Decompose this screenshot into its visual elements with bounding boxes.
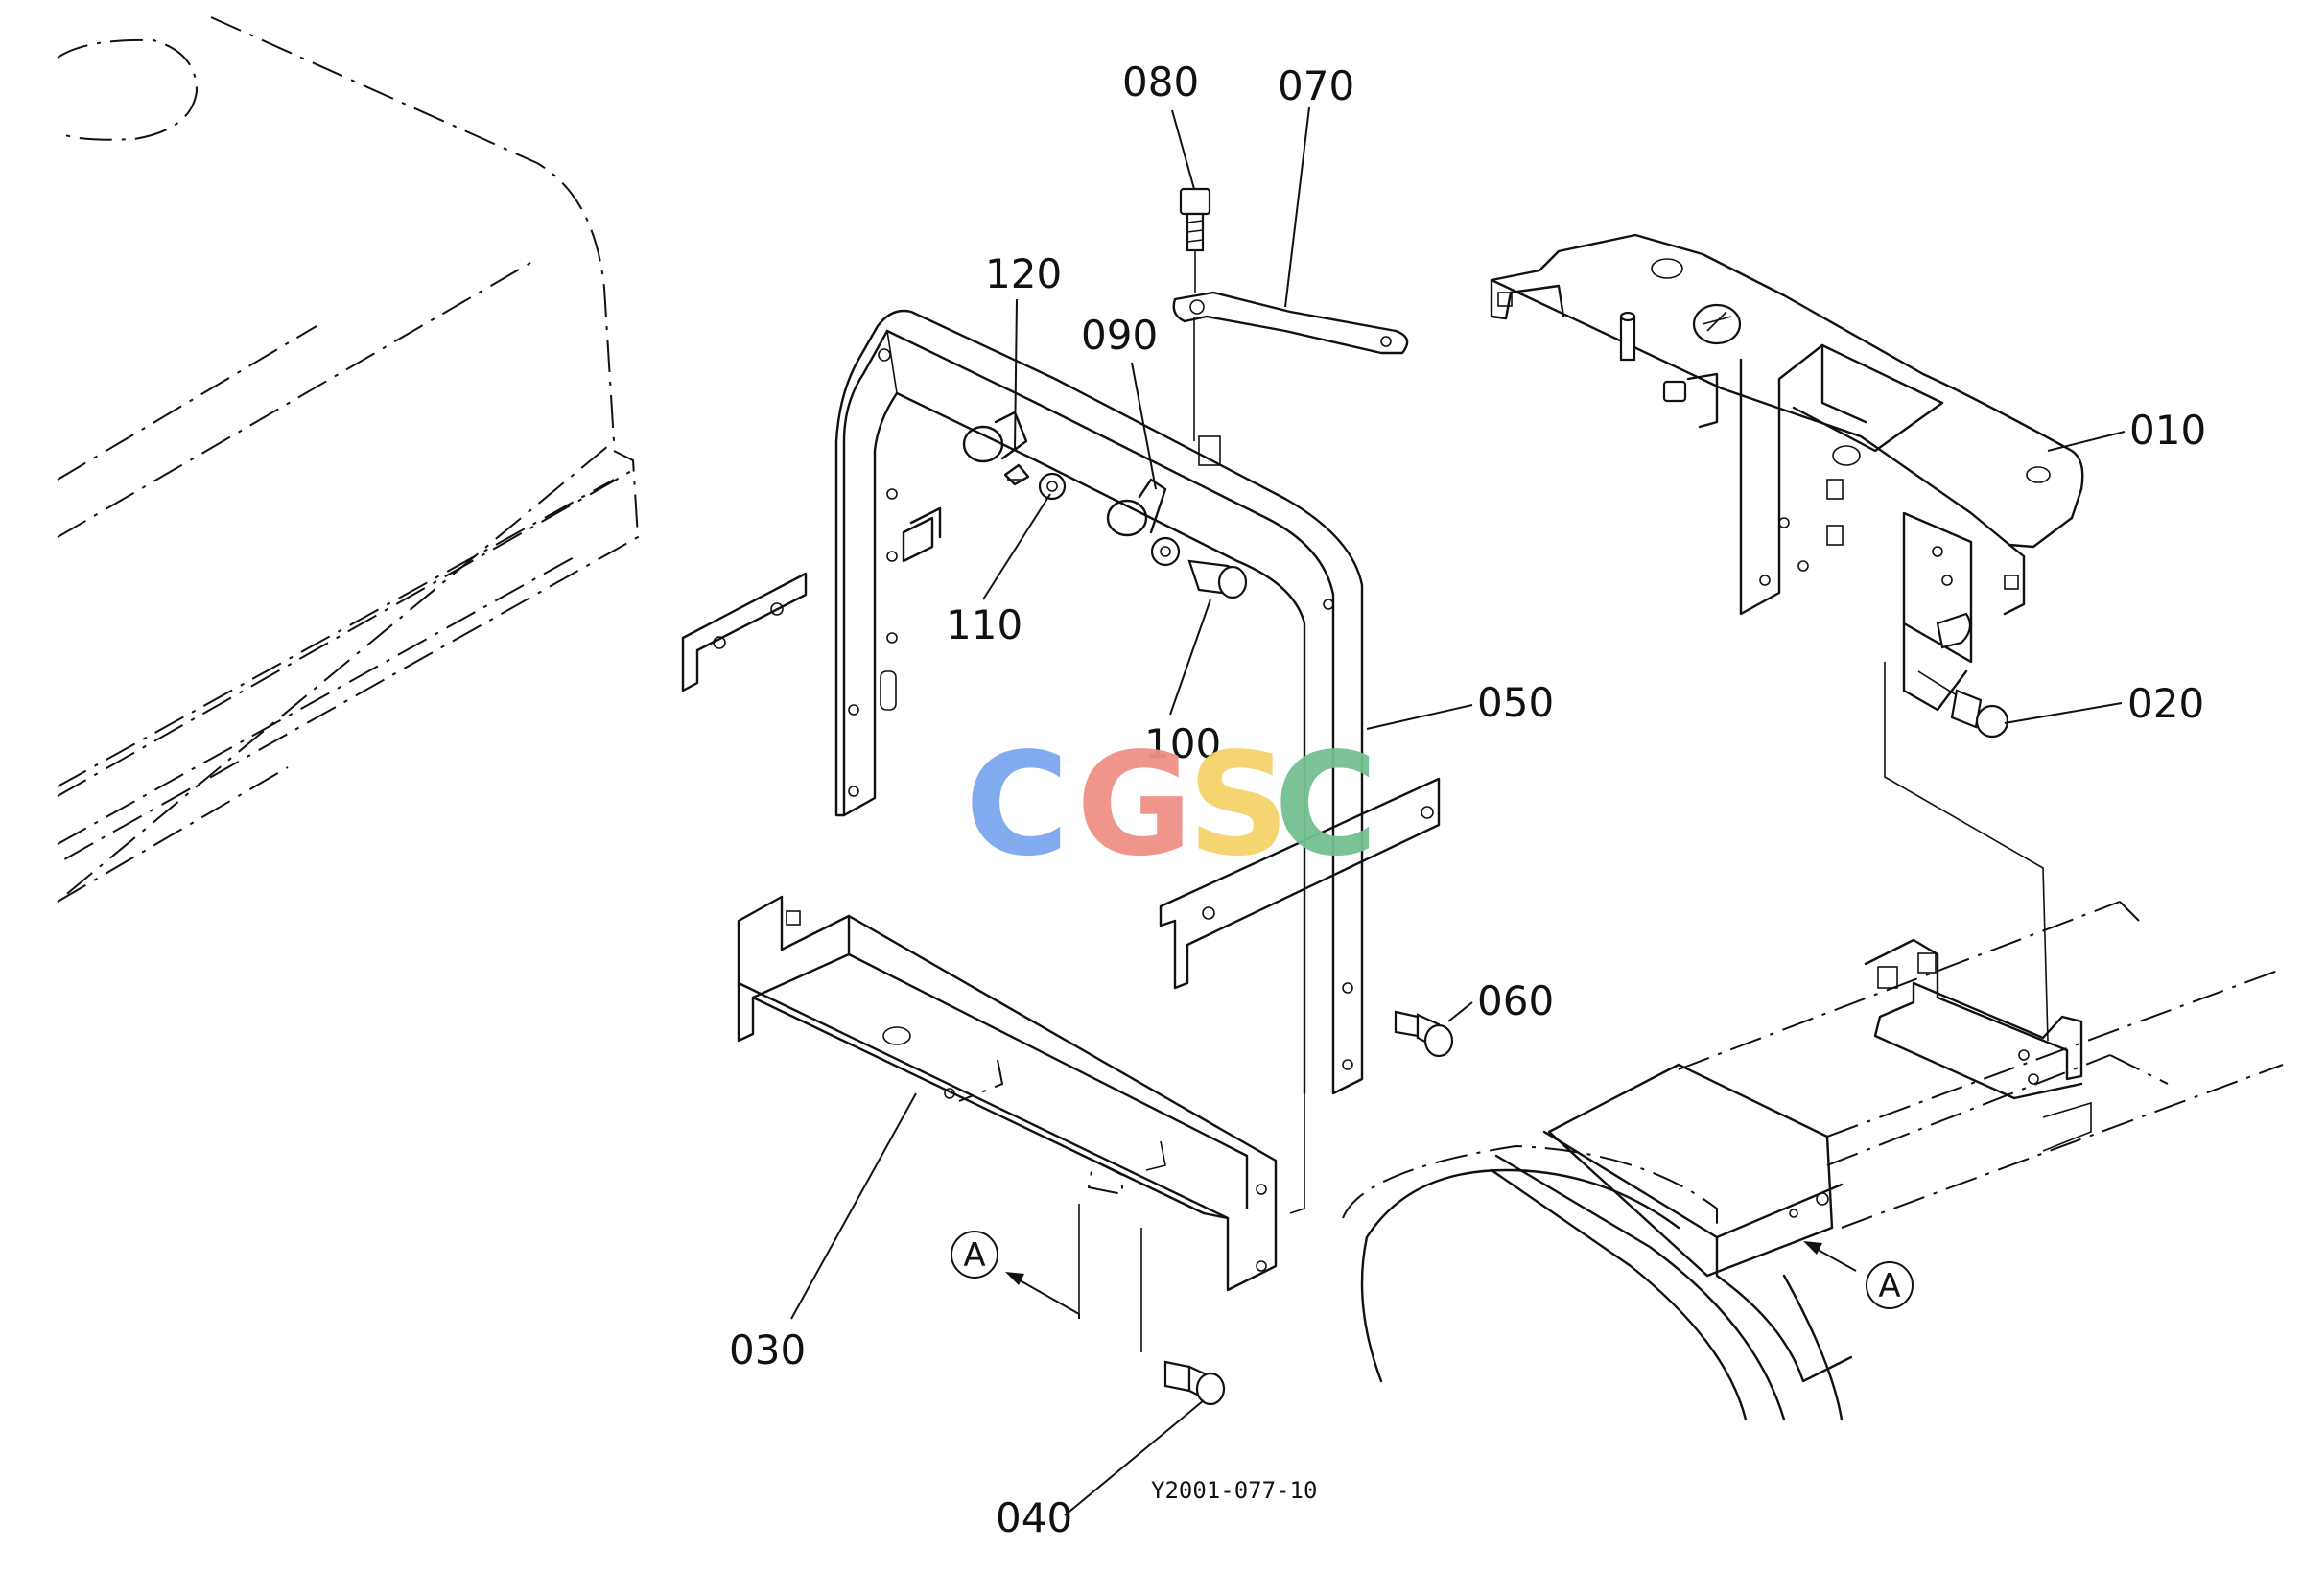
figure-code: Y2001-077-10: [1151, 1477, 1317, 1504]
bolt-080: [1179, 187, 1211, 293]
callout-a-left-text: A: [963, 1236, 985, 1275]
watermark-letter-1: C: [965, 722, 1069, 887]
label-080: 080: [1122, 59, 1199, 106]
label-020: 020: [2127, 680, 2204, 727]
watermark-logo: C G S C: [965, 722, 1378, 887]
label-050: 050: [1477, 679, 1554, 726]
label-030: 030: [729, 1326, 806, 1373]
callout-arrows: [1005, 1241, 1857, 1319]
watermark-letter-3: S: [1187, 722, 1290, 887]
callout-a-right: A: [1866, 1261, 1914, 1309]
label-090: 090: [1081, 312, 1158, 359]
small-parts: [1003, 463, 1248, 599]
bolt-020: [1917, 670, 2009, 739]
label-110: 110: [946, 601, 1022, 648]
leader-lines: [790, 106, 2126, 1516]
watermark-letter-2: G: [1076, 722, 1192, 887]
watermark-letter-4: C: [1274, 722, 1378, 887]
label-040: 040: [996, 1494, 1072, 1541]
callout-a-left: A: [951, 1231, 998, 1279]
label-120: 120: [985, 250, 1062, 297]
radiator-frame-050: [681, 309, 1441, 1214]
stay-070: [1172, 291, 1409, 441]
bracket-010: [1490, 233, 2084, 1042]
engine-outline: [1342, 901, 2284, 1421]
crossmember-030: [737, 895, 1278, 1352]
label-070: 070: [1278, 62, 1354, 109]
hood-outline: [57, 16, 640, 903]
callout-a-right-text: A: [1878, 1267, 1900, 1305]
label-060: 060: [1477, 977, 1554, 1024]
lower-mount-bracket: [1864, 938, 2083, 1100]
bolt-060: [1394, 1010, 1454, 1058]
label-100: 100: [1144, 720, 1221, 767]
label-010: 010: [2129, 407, 2206, 454]
bolt-040: [1163, 1360, 1226, 1406]
part-labels: 010 020 030 040 050 060 070 080 090 100 …: [729, 59, 2206, 1541]
